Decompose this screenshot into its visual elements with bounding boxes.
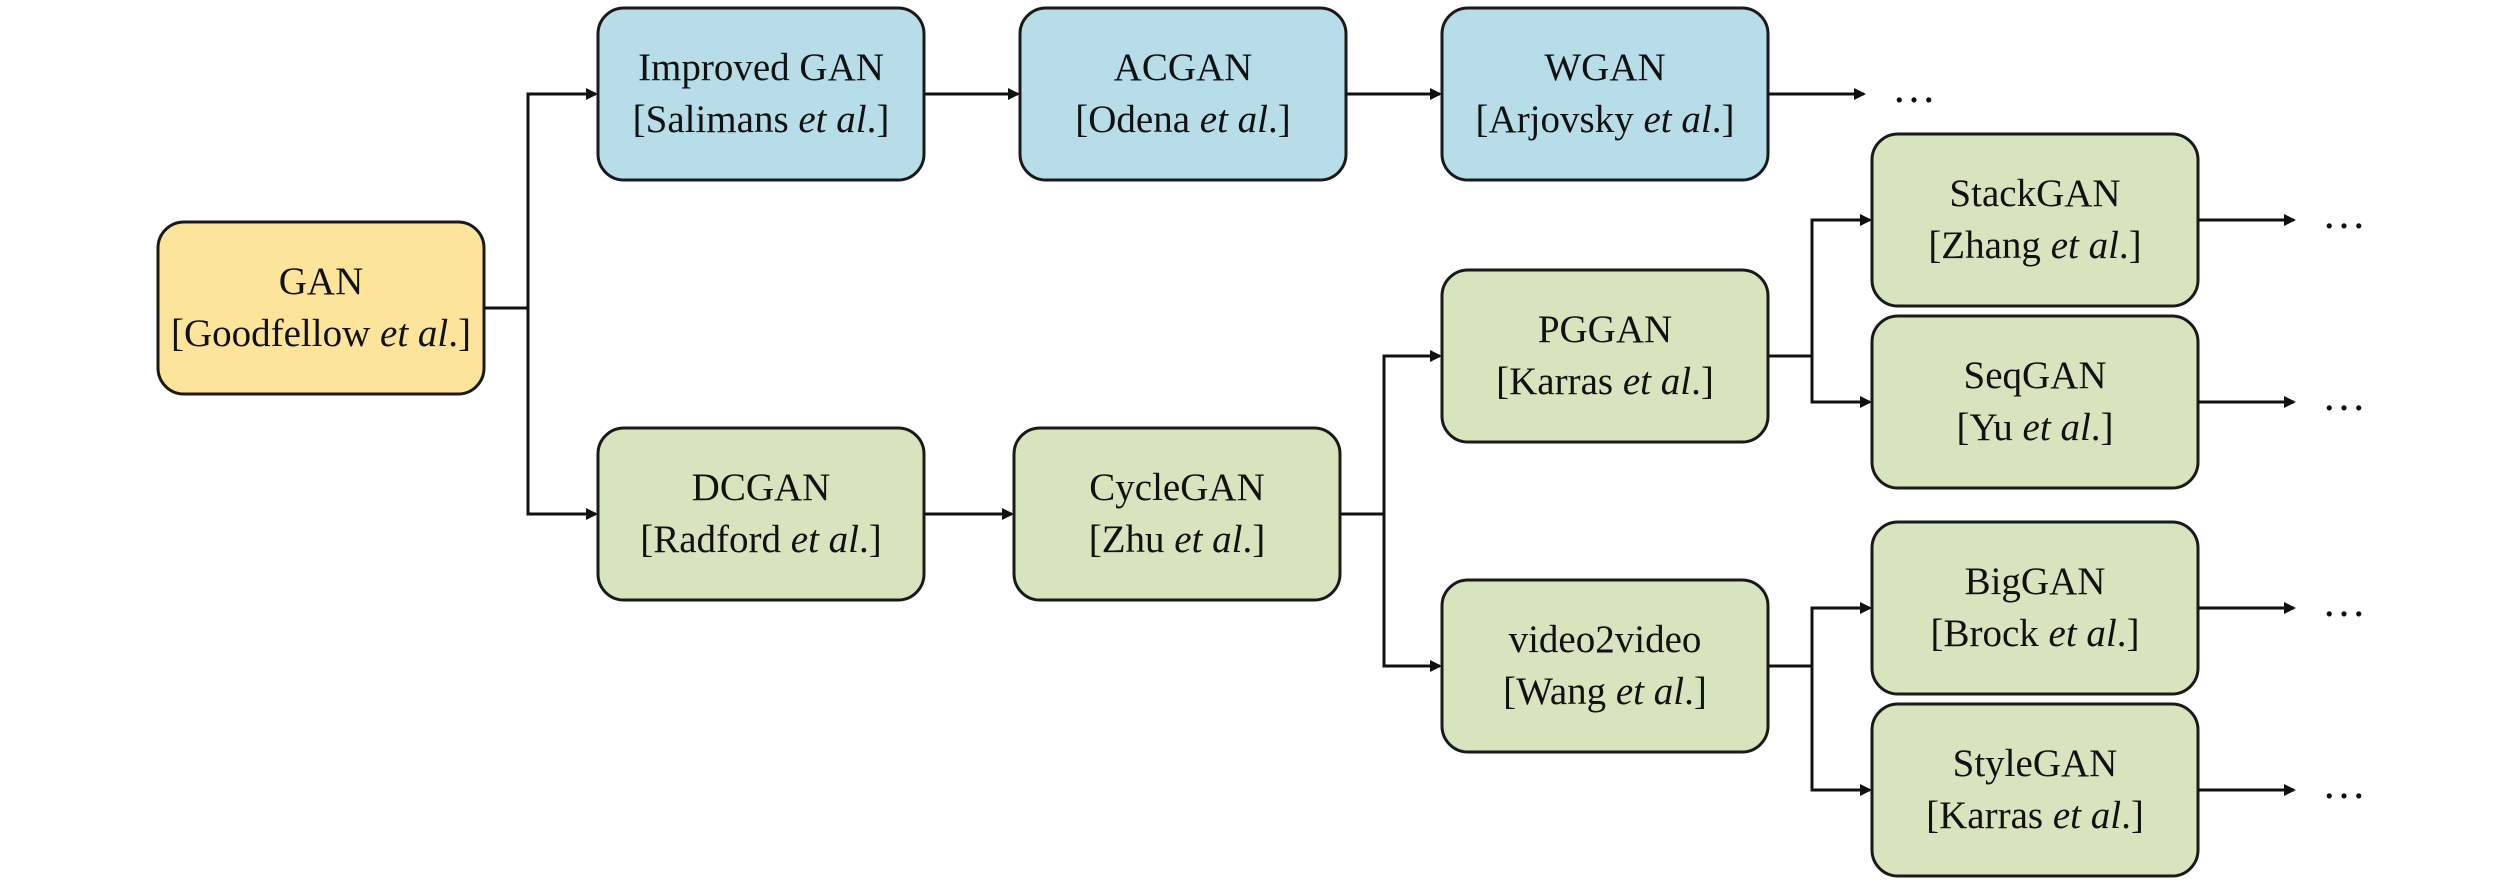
continuation-wgan: … <box>1768 63 1936 112</box>
node-citation: [Brock et al.] <box>1930 612 2139 655</box>
edge-cyclegan-to-pggan <box>1340 350 1442 516</box>
node-citation: [Zhu et al.] <box>1089 518 1266 561</box>
edges-layer <box>484 88 1872 796</box>
continuation-biggan: … <box>2198 577 2366 626</box>
node-name: StackGAN <box>1949 172 2120 215</box>
node-dcgan: DCGAN [Radford et al.] <box>596 426 926 602</box>
ellipsis-label: … <box>1892 63 1936 112</box>
node-name: WGAN <box>1544 46 1665 89</box>
node-pggan: PGGAN [Karras et al.] <box>1440 268 1770 444</box>
node-stackgan: StackGAN [Zhang et al.] <box>1870 132 2200 308</box>
edge-cyclegan-to-video2video <box>1340 512 1442 672</box>
node-wgan: WGAN [Arjovsky et al.] <box>1440 6 1770 182</box>
node-citation: [Yu et al.] <box>1956 406 2113 449</box>
node-name: Improved GAN <box>638 46 884 89</box>
node-box <box>156 220 486 396</box>
edge-gan-to-dcgan <box>484 306 598 520</box>
et-al-label: et al <box>1174 518 1242 561</box>
node-name: DCGAN <box>692 466 831 509</box>
et-al-label: et al <box>2049 612 2117 655</box>
node-box <box>596 6 926 182</box>
continuations-layer: … … … … … <box>1768 63 2366 808</box>
et-al-label: et al <box>2023 406 2091 449</box>
node-citation: [Radford et al.] <box>640 518 882 561</box>
node-biggan: BigGAN [Brock et al.] <box>1870 520 2200 696</box>
et-al-label: et al <box>1616 670 1684 713</box>
continuation-stackgan: … <box>2198 189 2366 238</box>
node-box <box>1012 426 1342 602</box>
node-box <box>1870 314 2200 490</box>
node-cyclegan: CycleGAN [Zhu et al.] <box>1012 426 1342 602</box>
node-box <box>1018 6 1348 182</box>
node-name: CycleGAN <box>1089 466 1264 509</box>
et-al-label: et al <box>380 312 448 355</box>
node-box <box>1440 268 1770 444</box>
node-citation: [Karras et al.] <box>1926 794 2144 837</box>
node-citation: [Salimans et al.] <box>633 98 890 141</box>
node-box <box>1440 578 1770 754</box>
node-acgan: ACGAN [Odena et al.] <box>1018 6 1348 182</box>
ellipsis-label: … <box>2322 189 2366 238</box>
node-improved-gan: Improved GAN [Salimans et al.] <box>596 6 926 182</box>
et-al-label: et al <box>1623 360 1691 403</box>
node-box <box>1440 6 1770 182</box>
node-box <box>596 426 926 602</box>
continuation-stylegan: … <box>2198 759 2366 808</box>
ellipsis-label: … <box>2322 371 2366 420</box>
node-name: GAN <box>279 260 364 303</box>
et-al-label: et al <box>2053 794 2121 837</box>
node-citation: [Karras et al.] <box>1496 360 1714 403</box>
node-name: ACGAN <box>1114 46 1253 89</box>
edge-gan-to-improved-gan <box>484 88 598 310</box>
et-al-label: et al <box>798 98 866 141</box>
edge-video2video-to-biggan <box>1768 602 1872 668</box>
node-name: SeqGAN <box>1964 354 2107 397</box>
node-box <box>1870 520 2200 696</box>
node-citation: [Arjovsky et al.] <box>1476 98 1735 141</box>
node-video2video: video2video [Wang et al.] <box>1440 578 1770 754</box>
node-name: video2video <box>1509 618 1702 661</box>
node-citation: [Zhang et al.] <box>1928 224 2141 267</box>
et-al-label: et al <box>1200 98 1268 141</box>
node-stylegan: StyleGAN [Karras et al.] <box>1870 702 2200 878</box>
node-name: StyleGAN <box>1953 742 2118 785</box>
continuation-seqgan: … <box>2198 371 2366 420</box>
et-al-label: et al <box>791 518 859 561</box>
node-citation: [Goodfellow et al.] <box>171 312 471 355</box>
node-citation: [Wang et al.] <box>1503 670 1707 713</box>
nodes-layer: GAN [Goodfellow et al.] Improved GAN [Salim… <box>156 6 2200 878</box>
node-box <box>1870 702 2200 878</box>
node-citation: [Odena et al.] <box>1075 98 1291 141</box>
ellipsis-label: … <box>2322 759 2366 808</box>
et-al-label: et al <box>2051 224 2119 267</box>
node-gan: GAN [Goodfellow et al.] <box>156 220 486 396</box>
node-seqgan: SeqGAN [Yu et al.] <box>1870 314 2200 490</box>
edge-pggan-to-seqgan <box>1768 354 1872 408</box>
edge-video2video-to-stylegan <box>1768 664 1872 796</box>
node-name: BigGAN <box>1965 560 2106 603</box>
et-al-label: et al <box>1643 98 1711 141</box>
node-name: PGGAN <box>1538 308 1672 351</box>
edge-pggan-to-stackgan <box>1768 214 1872 358</box>
ellipsis-label: … <box>2322 577 2366 626</box>
node-box <box>1870 132 2200 308</box>
